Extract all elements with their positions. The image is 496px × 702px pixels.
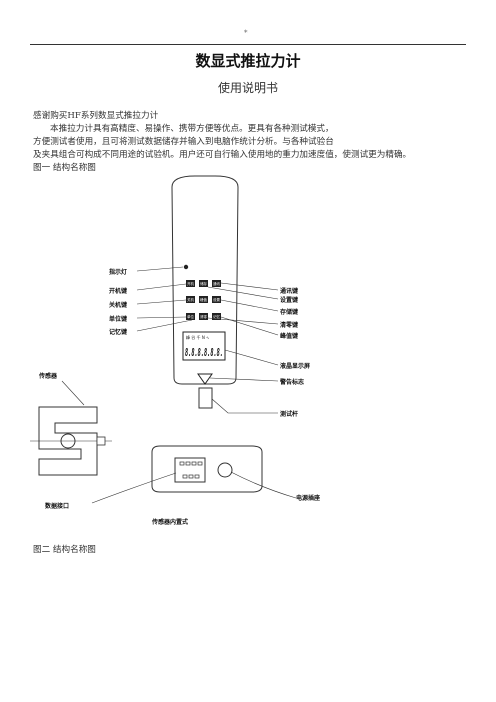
label-test-rod: 测试杆 (280, 410, 298, 418)
key-label: 通讯 (213, 281, 220, 286)
document-title: 数显式推拉力计 (195, 52, 301, 70)
lcd-indicators: 峰 谷 千 N ∿ (186, 334, 209, 340)
figure1-caption: 图一 结构名称图 (33, 163, 96, 173)
label-lcd: 液晶显示屏 (280, 362, 310, 370)
power-socket-icon (217, 462, 233, 478)
key-label: 单位 (187, 314, 194, 319)
key-2-1 (186, 296, 195, 303)
document-subtitle: 使用说明书 (217, 81, 278, 95)
sensor-leader-line (61, 380, 85, 406)
keypad: 开机 储存 通讯 关机 峰值 设置 单位 清零 记忆 (186, 280, 221, 320)
data-port-leader-line (91, 472, 177, 504)
key-label: 设置 (213, 297, 220, 302)
key-label: 关机 (187, 297, 194, 302)
label-data-port: 数据接口 (45, 502, 69, 510)
sensor-screw (96, 436, 106, 446)
test-rod (198, 387, 213, 409)
key-3-3 (212, 313, 221, 320)
key-label: 开机 (187, 281, 194, 286)
label-zero-key: 清零键 (280, 321, 299, 329)
label-peak-key: 峰值键 (280, 332, 299, 340)
label-power-on-key: 开机键 (109, 287, 128, 295)
gauge-bottom-view (151, 445, 263, 493)
key-label: 记忆 (213, 314, 220, 319)
intro-line-2: 本推拉力计具有高精度、易操作、携带方便等优点。更具有各种测试模式， (50, 124, 334, 134)
label-power-socket: 电源插座 (296, 494, 320, 502)
key-label: 峰值 (200, 297, 207, 302)
key-3-1 (186, 313, 195, 320)
indicator-lamp-icon (183, 264, 189, 270)
data-port-icon (174, 457, 206, 483)
key-3-2 (199, 313, 208, 320)
key-2-3 (212, 296, 221, 303)
label-warning-mark: 警告标志 (279, 378, 304, 386)
lcd-digits: 8.8.8.8.8.8. (185, 346, 223, 359)
figure2-caption: 图二 结构名称图 (33, 545, 96, 555)
structure-diagram: 开机 储存 通讯 关机 峰值 设置 单位 清零 记忆 峰 谷 千 N ∿ 8.8… (30, 175, 320, 526)
label-internal-sensor: 传感器内置式 (151, 518, 188, 526)
intro-line-3: 方便测试者使用，且可将测试数据储存并输入到电脑作统计分析。与各种试验台 (33, 137, 334, 147)
lcd-screen (182, 331, 226, 361)
label-store-key: 存储键 (280, 308, 299, 316)
right-leader-lines (207, 282, 279, 414)
label-memory-key: 记忆键 (109, 328, 128, 336)
intro-line-4: 及夹具组合可构成不同用途的试验机。用户还可自行输入使用地的重力加速度值，使测试更… (33, 150, 412, 160)
label-comm-key: 通讯键 (280, 287, 299, 295)
key-1-2 (199, 280, 208, 287)
key-label: 清零 (200, 314, 207, 319)
label-setting-key: 设置键 (280, 296, 299, 304)
data-port-pins (179, 461, 203, 479)
label-power-off-key: 关机键 (109, 301, 128, 309)
key-2-2 (199, 296, 208, 303)
intro-line-1: 感谢购买HF系列数显式推拉力计 (33, 111, 159, 121)
left-leader-lines (136, 266, 193, 332)
key-1-3 (212, 280, 221, 287)
key-label: 储存 (200, 281, 207, 286)
label-sensor: 传感器 (38, 372, 58, 380)
key-1-1 (186, 280, 195, 287)
label-unit-key: 单位键 (109, 315, 128, 323)
label-indicator-lamp: 指示灯 (109, 268, 127, 276)
power-socket-leader-line (230, 471, 297, 499)
warning-triangle-icon (197, 373, 213, 385)
header-rule (30, 44, 466, 45)
header-mark: * (244, 29, 248, 37)
